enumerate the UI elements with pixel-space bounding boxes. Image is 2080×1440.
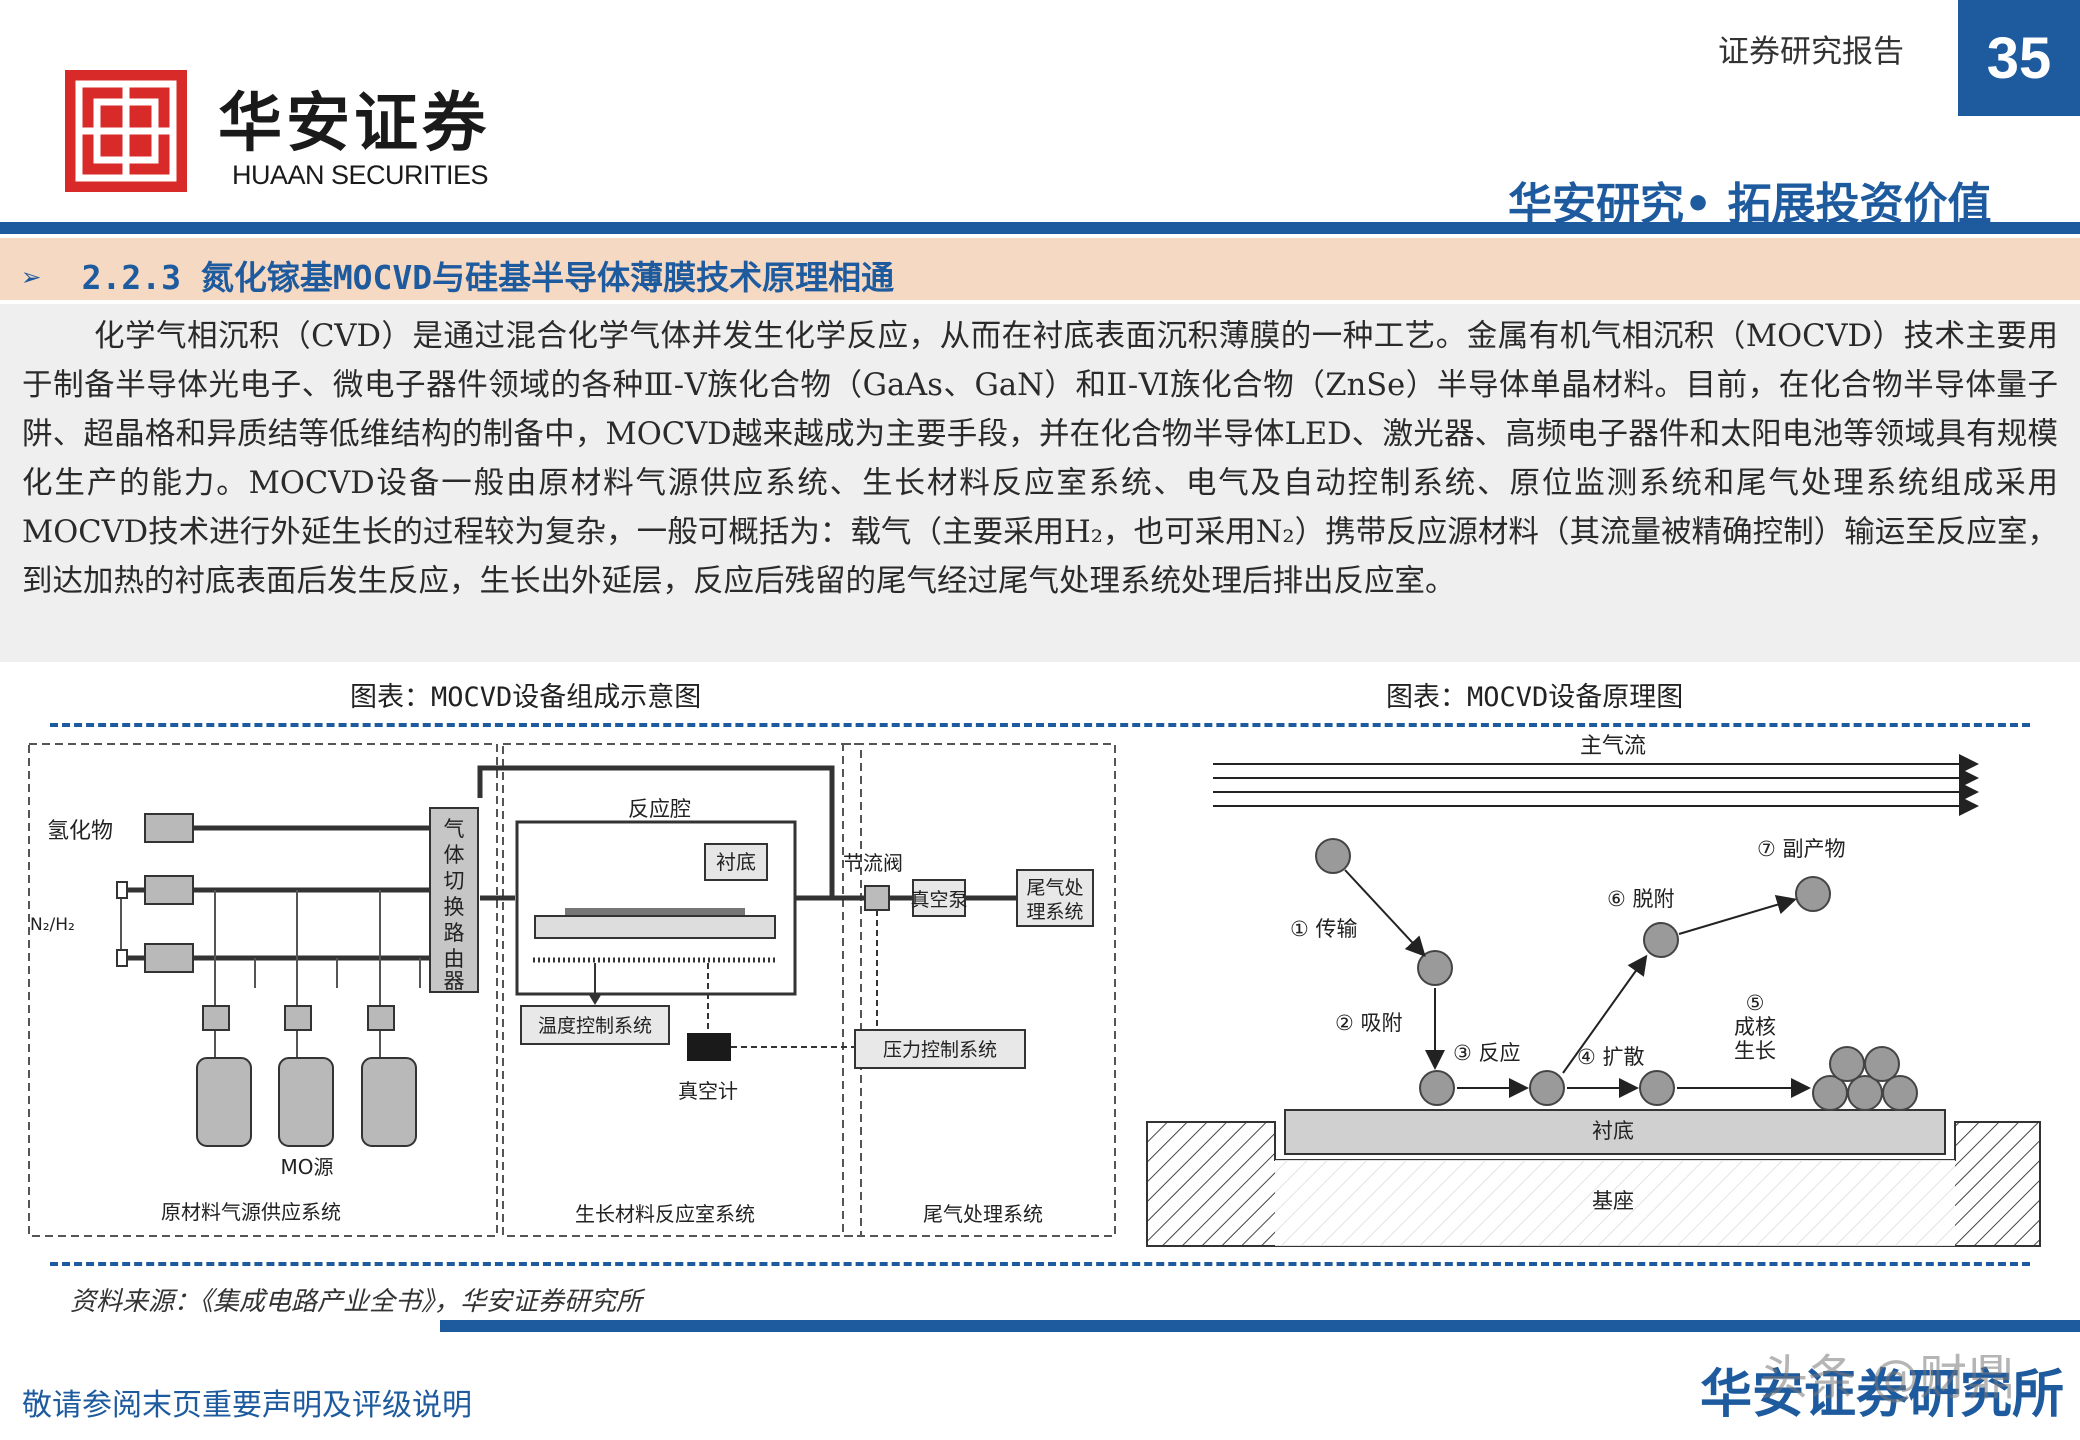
label-nucleate-1: 成核 bbox=[1734, 1015, 1776, 1039]
substrate-layer bbox=[1284, 1109, 1946, 1155]
disclaimer-link[interactable]: 敬请参阅末页重要声明及评级说明 bbox=[22, 1388, 472, 1423]
label-mo-source: MO源 bbox=[281, 1155, 334, 1179]
arrow-bullet-icon: ➢ bbox=[22, 258, 82, 297]
brand-name-cn: 华安证券 bbox=[218, 86, 490, 161]
mo-bubbler-2 bbox=[278, 1057, 334, 1147]
temp-control-box bbox=[520, 1005, 670, 1045]
label-n2h2: N₂/H₂ bbox=[30, 915, 75, 935]
svg-text:换: 换 bbox=[444, 895, 465, 919]
label-adsorb: ② 吸附 bbox=[1335, 1011, 1403, 1035]
gas-switch-router bbox=[429, 807, 479, 993]
label-exhaust-box-1: 尾气处 bbox=[1026, 877, 1083, 899]
label-react: ③ 反应 bbox=[1453, 1041, 1521, 1065]
svg-text:由: 由 bbox=[444, 947, 465, 971]
figure-bottom-divider bbox=[50, 1262, 2030, 1266]
svg-text:切: 切 bbox=[444, 869, 465, 893]
exhaust-treatment-box bbox=[1016, 869, 1094, 927]
watermark: 头条 @财鼎 bbox=[1760, 1350, 2016, 1406]
figure-right-caption: 图表：MOCVD设备原理图 bbox=[1386, 682, 1684, 713]
label-chamber: 反应腔 bbox=[628, 797, 691, 821]
brand-name-en: HUAAN SECURITIES bbox=[232, 160, 489, 190]
section-title: ➢ 2.2.3 氮化镓基MOCVD与硅基半导体薄膜技术原理相通 bbox=[22, 251, 894, 299]
carrier-source-1 bbox=[144, 875, 194, 905]
raw-supply-zone bbox=[28, 743, 498, 1237]
body-background bbox=[0, 304, 2080, 662]
logo-mark bbox=[65, 70, 187, 192]
mo-bubbler-3 bbox=[361, 1057, 417, 1147]
growth-chamber-zone bbox=[502, 743, 862, 1237]
label-sys-growth: 生长材料反应室系统 bbox=[575, 1202, 755, 1226]
label-diffuse: ④ 扩散 bbox=[1577, 1045, 1645, 1069]
company-logo bbox=[65, 70, 187, 192]
section-title-text: 2.2.3 氮化镓基MOCVD与硅基半导体薄膜技术原理相通 bbox=[81, 258, 895, 297]
label-sys-raw: 原材料气源供应系统 bbox=[161, 1200, 341, 1224]
figure-top-divider bbox=[50, 723, 2030, 727]
label-vacuum-gauge: 真空计 bbox=[678, 1079, 738, 1103]
svg-text:路: 路 bbox=[444, 921, 465, 945]
label-susceptor: 基座 bbox=[1592, 1189, 1634, 1213]
svg-text:气: 气 bbox=[444, 817, 465, 841]
label-vacuum-pump: 真空泵 bbox=[910, 889, 967, 911]
body-paragraph: 化学气相沉积（CVD）是通过混合化学气体并发生化学反应，从而在衬底表面沉积薄膜的… bbox=[22, 319, 2058, 599]
svg-text:体: 体 bbox=[444, 843, 465, 867]
label-transport: ① 传输 bbox=[1290, 917, 1358, 941]
label-exhaust-box-2: 理系统 bbox=[1026, 901, 1083, 923]
page-number: 35 bbox=[1958, 0, 2080, 116]
label-main-flow: 主气流 bbox=[1580, 734, 1646, 759]
footer-brand: 华安证券研究所 bbox=[1700, 1365, 2065, 1425]
substrate-tag bbox=[704, 843, 768, 881]
label-temp-control: 温度控制系统 bbox=[538, 1015, 652, 1037]
pressure-control-box bbox=[854, 1029, 1026, 1069]
hydride-source bbox=[144, 813, 194, 843]
label-hydride: 氢化物 bbox=[47, 819, 113, 844]
vacuum-pump bbox=[912, 879, 966, 917]
label-nucleate-num: ⑤ bbox=[1746, 991, 1765, 1015]
header-rule bbox=[0, 222, 2080, 234]
svg-text:器: 器 bbox=[444, 969, 465, 993]
exhaust-zone bbox=[842, 743, 1116, 1237]
footer-rule bbox=[440, 1320, 2080, 1332]
label-nucleate-2: 生长 bbox=[1734, 1039, 1776, 1063]
label-switch-router: 气 体 切 换 路 由 器 bbox=[444, 817, 465, 993]
label-byproduct: ⑦ 副产物 bbox=[1757, 837, 1846, 861]
source-note: 资料来源：《集成电路产业全书》，华安证券研究所 bbox=[70, 1287, 643, 1317]
figure-left-caption: 图表：MOCVD设备组成示意图 bbox=[350, 682, 702, 713]
vacuum-gauge bbox=[687, 1033, 731, 1061]
label-sys-exhaust: 尾气处理系统 bbox=[923, 1202, 1043, 1226]
throttle-valve bbox=[864, 885, 890, 911]
slogan: 华安研究• 拓展投资价值 bbox=[1508, 179, 1992, 230]
label-desorb: ⑥ 脱附 bbox=[1607, 887, 1675, 911]
mocvd-composition-diagram: 氢化物 N₂/H₂ 气 体 切 换 路 由 器 反应腔 衬底 节流阀 真空泵 尾… bbox=[28, 743, 1116, 1237]
section-bar bbox=[0, 238, 2080, 300]
label-pressure-control: 压力控制系统 bbox=[883, 1039, 997, 1061]
report-type: 证券研究报告 bbox=[1718, 34, 1904, 70]
label-substrate: 衬底 bbox=[716, 850, 756, 874]
label-throttle: 节流阀 bbox=[843, 851, 903, 875]
mo-bubbler-1 bbox=[196, 1057, 252, 1147]
label-substrate: 衬底 bbox=[1592, 1119, 1634, 1143]
mocvd-principle-diagram: 主气流 ① 传输 ② 吸附 ③ 反应 ④ 扩散 ⑤ 成核 生长 ⑥ 脱附 bbox=[1146, 734, 2041, 1247]
carrier-source-2 bbox=[144, 943, 194, 973]
